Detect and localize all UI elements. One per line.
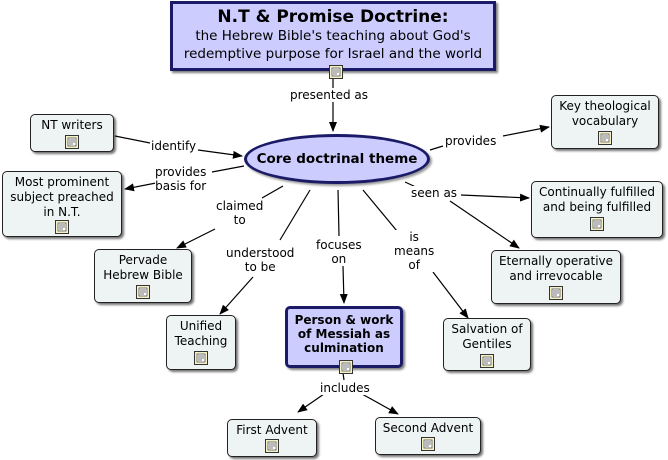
link-label-line2: to be [244,260,276,274]
link-providesbasis-prominent [124,182,157,192]
concept-continually-fulfilled[interactable]: Continually fulfilled and being fulfille… [531,181,663,238]
document-icon[interactable] [549,286,563,300]
link-seenas-eternal [449,200,520,249]
link-label-claimed-to: claimed to [216,199,264,227]
concept-label-line2: vocabulary [571,114,639,128]
link-label-line2: on [331,252,347,266]
document-icon[interactable] [194,351,208,365]
concept-label: First Advent [236,423,308,437]
link-label-focuses-on: focuses on [316,238,362,266]
link-core-focuses [337,189,340,237]
document-icon[interactable] [65,135,79,149]
concept-nt-writers[interactable]: NT writers [30,114,114,152]
document-icon[interactable] [265,439,279,453]
link-identify-core [197,149,243,159]
concept-label-line1: Unified [179,319,223,333]
concept-label-line2: and being fulfilled [542,200,652,214]
concept-most-prominent[interactable]: Most prominent subject preached in N.T. [2,171,122,237]
link-provides-vocab [502,124,550,137]
concept-pervade-hebrew-bible[interactable]: Pervade Hebrew Bible [94,249,192,303]
link-label-line2: to [233,213,246,227]
document-icon[interactable] [421,437,435,451]
concept-label-line1: Pervade [118,253,168,267]
concept-label-line2: subject preached [10,190,114,204]
link-label-line1: understood [226,246,295,260]
document-icon[interactable] [590,217,604,231]
link-label-line1: focuses [316,238,362,252]
concept-label-line1: Person & work [294,313,394,327]
link-core-claimed [261,185,284,199]
document-icon[interactable] [136,285,150,299]
title-heading: N.T & Promise Doctrine: [217,7,449,27]
concept-unified-teaching[interactable]: Unified Teaching [166,315,236,370]
link-label-line1: claimed [216,199,264,213]
link-label-identify: identify [151,139,197,153]
concept-key-theological-vocabulary[interactable]: Key theological vocabulary [551,95,659,149]
document-icon[interactable] [480,354,494,368]
link-includes-second [361,393,399,415]
link-claimed-pervade [176,228,216,249]
concept-label-line2: Teaching [174,334,228,348]
link-core-providesbasis [211,165,245,173]
link-label-line2: basis for [155,179,207,193]
document-icon[interactable] [329,65,343,79]
link-core-understood [279,189,311,241]
concept-label-line3: culmination [304,341,384,355]
concept-label: NT writers [41,118,103,132]
title-subtitle-line1: the Hebrew Bible's teaching about God's [195,28,471,44]
title-subtitle-line2: redemptive purpose for Israel and the wo… [183,46,483,62]
document-icon[interactable] [55,220,69,234]
link-label-line1: is [409,230,419,244]
link-label-is-means-of: is means of [394,230,435,272]
concept-label-line1: Salvation of [451,322,523,336]
link-seenas-fulfilled [460,193,530,202]
document-icon[interactable] [339,360,353,374]
concept-messiah-culmination[interactable]: Person & work of Messiah as culmination [285,306,403,374]
link-focuses-messiah [339,265,348,304]
link-messiah-includes [342,372,345,381]
document-icon[interactable] [598,131,612,145]
link-ismeans-gentiles [432,271,469,319]
link-label-presented-as: presented as [290,88,369,102]
concept-salvation-of-gentiles[interactable]: Salvation of Gentiles [443,318,531,371]
link-understood-unified [219,276,254,315]
link-label-understood: understood to be [226,246,295,274]
concept-label-line3: in N.T. [43,205,81,219]
link-label-provides-basis: provides basis for [155,165,207,193]
link-includes-first [297,393,325,413]
concept-label-line2: Hebrew Bible [103,268,183,282]
link-label-line3: of [408,258,420,272]
map-title: N.T & Promise Doctrine: the Hebrew Bible… [170,1,496,79]
link-core-ismeans [362,189,398,232]
core-doctrinal-theme[interactable]: Core doctrinal theme [244,134,430,184]
link-label-includes: includes [320,381,370,395]
link-ntwriters-identify [114,135,151,144]
link-label-line2: means [394,244,435,258]
concept-label-line2: Gentiles [462,337,512,351]
concept-label-line1: Continually fulfilled [539,185,655,199]
link-label-seen-as: seen as [411,186,458,200]
concept-second-advent[interactable]: Second Advent [375,417,481,455]
concept-label-line2: of Messiah as [297,327,391,341]
concept-label-line2: and irrevocable [509,269,603,283]
concept-label-line1: Key theological [559,99,651,113]
link-core-provides [429,145,444,151]
link-label-provides: provides [445,134,497,148]
concept-label-line1: Most prominent [14,175,110,189]
link-label-line1: provides [155,165,207,179]
concept-first-advent[interactable]: First Advent [227,419,317,457]
concept-label: Second Advent [382,421,474,435]
concept-label-line1: Eternally operative [498,254,614,268]
concept-eternally-operative[interactable]: Eternally operative and irrevocable [491,250,621,304]
